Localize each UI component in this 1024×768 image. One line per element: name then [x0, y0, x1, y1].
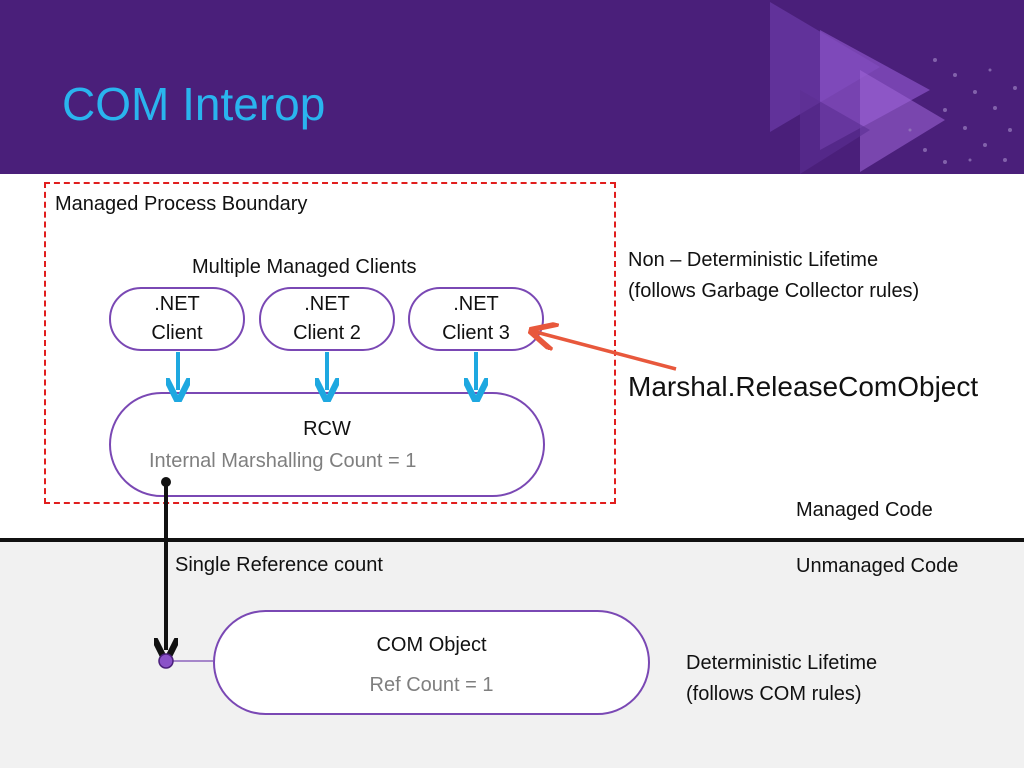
com-object-node: COM Object Ref Count = 1 — [213, 610, 650, 715]
client-3-line1: .NET — [453, 293, 499, 315]
rcw-marshalling-count: Internal Marshalling Count = 1 — [149, 450, 417, 472]
managed-code-label: Managed Code — [796, 499, 933, 521]
client-1-line1: .NET — [154, 293, 200, 315]
client-2-line2: Client 2 — [293, 322, 361, 344]
client-3-line2: Client 3 — [442, 322, 510, 344]
client-2-line1: .NET — [304, 293, 350, 315]
rcw-node: RCW Internal Marshalling Count = 1 — [109, 392, 545, 497]
com-object-ref-count: Ref Count = 1 — [369, 674, 494, 696]
nondeterministic-lifetime-label: Non – Deterministic Lifetime — [628, 249, 879, 271]
managed-unmanaged-divider — [0, 538, 1024, 542]
clients-label: Multiple Managed Clients — [192, 256, 417, 278]
boundary-label: Managed Process Boundary — [55, 193, 308, 215]
triangle-pattern-decoration — [770, 2, 1017, 174]
release-com-object-label: Marshal.ReleaseComObject — [628, 371, 979, 402]
client-3-node: .NET Client 3 — [408, 287, 544, 351]
slide-title: COM Interop — [62, 78, 326, 130]
deterministic-lifetime-label: Deterministic Lifetime — [686, 652, 878, 674]
client-1-line2: Client — [151, 322, 203, 344]
client-1-node: .NET Client — [109, 287, 245, 351]
gc-rules-label: (follows Garbage Collector rules) — [628, 280, 920, 302]
rcw-title: RCW — [303, 418, 351, 440]
slide-header: COM Interop — [0, 0, 1024, 174]
client-2-node: .NET Client 2 — [259, 287, 395, 351]
single-reference-count-label: Single Reference count — [175, 554, 383, 576]
com-rules-label: (follows COM rules) — [686, 683, 862, 705]
unmanaged-code-label: Unmanaged Code — [796, 555, 959, 577]
com-object-title: COM Object — [376, 634, 487, 656]
